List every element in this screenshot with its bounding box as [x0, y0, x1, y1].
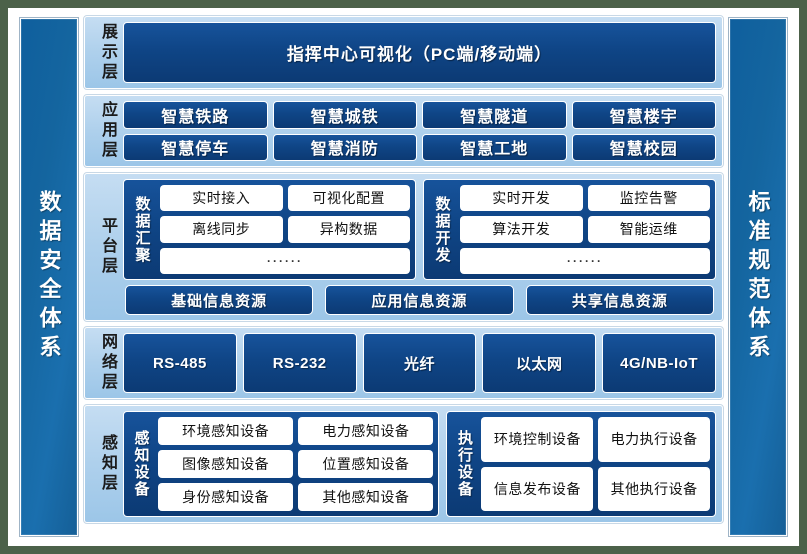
sense-group-sensing-devices: 感知设备 环境感知设备 电力感知设备 图像感知设备 位置感	[123, 411, 440, 517]
sense-group-sensing-devices-title: 感知设备	[132, 430, 150, 498]
display-command-center-bar[interactable]: 指挥中心可视化（PC端/移动端）	[123, 22, 716, 83]
layer-sense-body: 感知设备 环境感知设备 电力感知设备 图像感知设备 位置感	[123, 411, 716, 517]
app-item-smart-tunnel[interactable]: 智慧隧道	[422, 101, 567, 129]
layer-application: 应用层 智慧铁路 智慧城铁 智慧隧道 智慧楼宇 智慧停车 智慧消防 智慧工地	[83, 94, 724, 168]
sensing-item-image[interactable]: 图像感知设备	[158, 450, 294, 478]
aggregation-row-2: 离线同步 异构数据	[160, 216, 410, 243]
layer-sense: 感知层 感知设备 环境感知设备	[83, 404, 724, 524]
executing-row-2: 信息发布设备 其他执行设备	[481, 466, 710, 511]
sense-group-executing-devices-title-col: 执行设备	[452, 417, 476, 511]
aggregation-item-heterogeneous-data[interactable]: 异构数据	[287, 216, 410, 243]
platform-group-data-aggregation-items: 实时接入 可视化配置 离线同步 异构数据 ······	[160, 185, 410, 274]
sense-group-sensing-devices-items: 环境感知设备 电力感知设备 图像感知设备 位置感知设备 身份感知设备	[158, 417, 434, 511]
layer-application-body: 智慧铁路 智慧城铁 智慧隧道 智慧楼宇 智慧停车 智慧消防 智慧工地 智慧校园	[123, 101, 716, 161]
platform-group-data-development-title-col: 数据开发	[429, 185, 455, 274]
development-row-2: 算法开发 智能运维	[460, 216, 710, 243]
development-item-more[interactable]: ······	[460, 247, 710, 274]
layer-display-label: 展示层	[99, 22, 116, 83]
right-pillar-label: 标准规范体系	[745, 190, 771, 364]
app-item-smart-campus[interactable]: 智慧校园	[571, 133, 716, 161]
layer-display-body: 指挥中心可视化（PC端/移动端）	[123, 22, 716, 83]
diagram-content: 数据安全体系 展示层 指挥中心可视化（PC端/移动端） 应用层	[19, 15, 788, 538]
layer-platform-label: 平台层	[99, 217, 116, 277]
resource-shared-information[interactable]: 共享信息资源	[525, 285, 714, 315]
platform-groups: 数据汇聚 实时接入 可视化配置 离线同步 异构数据	[123, 179, 716, 280]
network-item-rs485[interactable]: RS-485	[123, 333, 237, 393]
aggregation-item-realtime-access[interactable]: 实时接入	[160, 185, 283, 212]
executing-item-environment-control[interactable]: 环境控制设备	[481, 417, 594, 462]
app-item-smart-parking[interactable]: 智慧停车	[123, 133, 268, 161]
layer-platform-body: 数据汇聚 实时接入 可视化配置 离线同步 异构数据	[123, 179, 716, 315]
platform-group-data-development-items: 实时开发 监控告警 算法开发 智能运维 ······	[460, 185, 710, 274]
sense-group-executing-devices-title: 执行设备	[455, 430, 473, 498]
aggregation-item-visual-config[interactable]: 可视化配置	[287, 185, 410, 212]
sensing-row-2: 图像感知设备 位置感知设备	[158, 450, 434, 478]
layer-network: 网络层 RS-485 RS-232 光纤 以太网 4G/NB-IoT	[83, 326, 724, 400]
sense-group-sensing-devices-title-col: 感知设备	[129, 417, 153, 511]
sensing-item-environment[interactable]: 环境感知设备	[158, 417, 294, 445]
sensing-item-identity[interactable]: 身份感知设备	[158, 483, 294, 511]
resource-basic-information[interactable]: 基础信息资源	[125, 285, 314, 315]
development-item-algorithm-development[interactable]: 算法开发	[460, 216, 583, 243]
app-item-smart-metro[interactable]: 智慧城铁	[272, 101, 417, 129]
platform-group-data-aggregation-title-col: 数据汇聚	[129, 185, 155, 274]
sense-group-executing-devices-items: 环境控制设备 电力执行设备 信息发布设备 其他执行设备	[481, 417, 710, 511]
development-row-3: ······	[460, 247, 710, 274]
development-item-intelligent-ops[interactable]: 智能运维	[587, 216, 710, 243]
application-row-1: 智慧铁路 智慧城铁 智慧隧道 智慧楼宇	[123, 101, 716, 129]
executing-item-power-execution[interactable]: 电力执行设备	[598, 417, 710, 462]
sensing-row-3: 身份感知设备 其他感知设备	[158, 483, 434, 511]
right-pillar-standards: 标准规范体系	[728, 17, 788, 537]
layer-display-label-col: 展示层	[91, 22, 123, 83]
layer-platform: 平台层 数据汇聚 实时接入	[83, 172, 724, 322]
aggregation-item-offline-sync[interactable]: 离线同步	[160, 216, 283, 243]
sensing-item-position[interactable]: 位置感知设备	[298, 450, 434, 478]
left-pillar-data-security: 数据安全体系	[19, 17, 79, 537]
layer-stack: 展示层 指挥中心可视化（PC端/移动端） 应用层 智慧铁路 智慧城铁	[83, 15, 724, 538]
layer-display: 展示层 指挥中心可视化（PC端/移动端）	[83, 15, 724, 90]
platform-group-data-development-title: 数据开发	[433, 195, 451, 264]
network-item-4g-nbiot[interactable]: 4G/NB-IoT	[602, 333, 716, 393]
platform-group-data-aggregation: 数据汇聚 实时接入 可视化配置 离线同步 异构数据	[123, 179, 416, 280]
sensing-item-power[interactable]: 电力感知设备	[298, 417, 434, 445]
application-row-2: 智慧停车 智慧消防 智慧工地 智慧校园	[123, 133, 716, 161]
layer-application-label-col: 应用层	[91, 101, 123, 161]
network-item-rs232[interactable]: RS-232	[242, 333, 357, 393]
layer-sense-label-col: 感知层	[91, 411, 123, 517]
resource-application-information[interactable]: 应用信息资源	[325, 285, 514, 315]
app-item-smart-building[interactable]: 智慧楼宇	[571, 101, 716, 129]
aggregation-row-3: ······	[160, 247, 410, 274]
layer-platform-label-col: 平台层	[91, 179, 123, 315]
left-pillar-label: 数据安全体系	[36, 190, 62, 364]
sense-group-executing-devices: 执行设备 环境控制设备 电力执行设备 信息发布设备 其他执	[446, 411, 716, 517]
sensing-row-1: 环境感知设备 电力感知设备	[158, 417, 434, 445]
layer-application-label: 应用层	[99, 101, 116, 161]
network-items-row: RS-485 RS-232 光纤 以太网 4G/NB-IoT	[123, 333, 716, 393]
app-item-smart-railway[interactable]: 智慧铁路	[123, 101, 268, 129]
development-item-monitoring-alarm[interactable]: 监控告警	[587, 185, 710, 212]
layer-network-body: RS-485 RS-232 光纤 以太网 4G/NB-IoT	[123, 333, 716, 393]
sensing-item-other[interactable]: 其他感知设备	[298, 483, 434, 511]
diagram-frame: 数据安全体系 展示层 指挥中心可视化（PC端/移动端） 应用层	[8, 8, 799, 546]
aggregation-item-more[interactable]: ······	[160, 247, 410, 274]
platform-group-data-development: 数据开发 实时开发 监控告警 算法开发 智能运维	[423, 179, 716, 280]
network-item-optical-fiber[interactable]: 光纤	[362, 333, 477, 393]
executing-item-information-release[interactable]: 信息发布设备	[481, 466, 594, 511]
development-item-realtime-development[interactable]: 实时开发	[460, 185, 583, 212]
executing-item-other[interactable]: 其他执行设备	[598, 466, 710, 511]
platform-resources-row: 基础信息资源 应用信息资源 共享信息资源	[123, 285, 716, 315]
development-row-1: 实时开发 监控告警	[460, 185, 710, 212]
aggregation-row-1: 实时接入 可视化配置	[160, 185, 410, 212]
platform-group-data-aggregation-title: 数据汇聚	[133, 195, 151, 264]
layer-network-label-col: 网络层	[91, 333, 123, 393]
layer-network-label: 网络层	[99, 333, 116, 393]
layer-sense-label: 感知层	[99, 434, 116, 494]
executing-row-1: 环境控制设备 电力执行设备	[481, 417, 710, 462]
network-item-ethernet[interactable]: 以太网	[482, 333, 597, 393]
sense-groups: 感知设备 环境感知设备 电力感知设备 图像感知设备 位置感	[123, 411, 716, 517]
app-item-smart-firefighting[interactable]: 智慧消防	[272, 133, 417, 161]
app-item-smart-construction-site[interactable]: 智慧工地	[422, 133, 567, 161]
